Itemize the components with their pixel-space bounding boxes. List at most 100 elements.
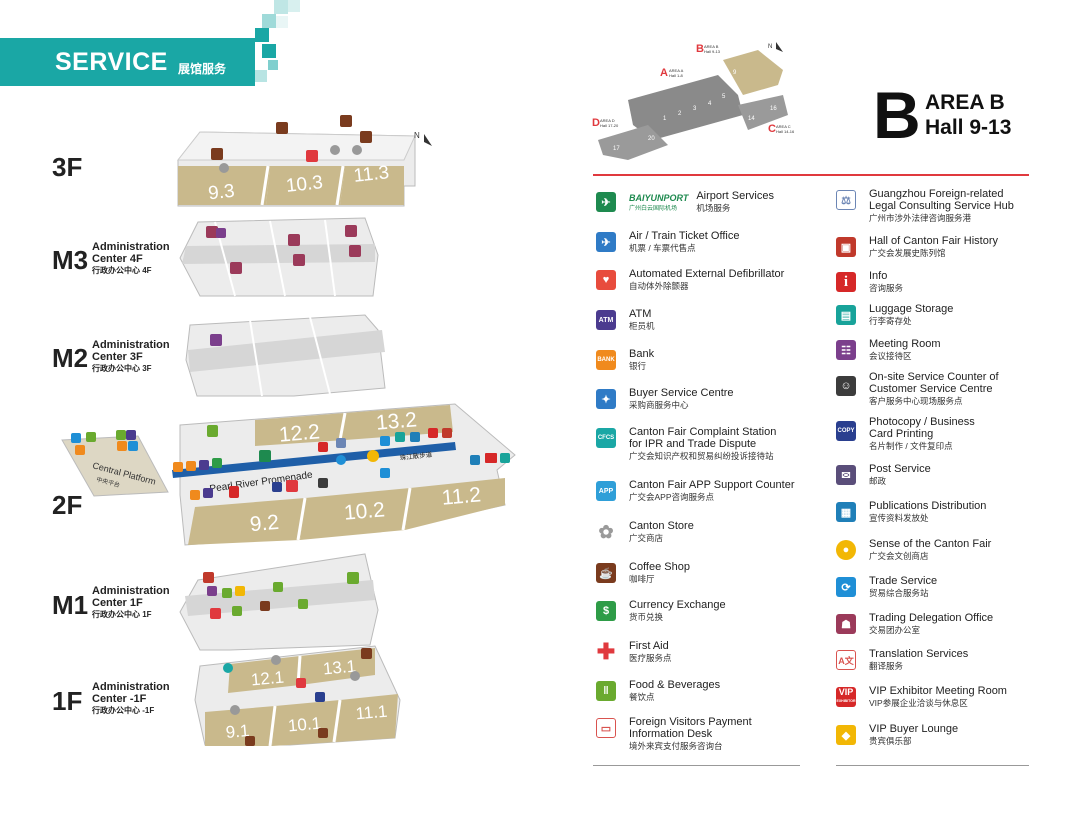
legend-label-cn: 广交会文创商店 xyxy=(869,551,929,561)
coffee-icon xyxy=(360,131,372,143)
legend-label-cn: 境外来宾支付服务咨询台 xyxy=(629,741,723,751)
fork-knife-icon: ‖ xyxy=(596,681,616,701)
legend-label-cn: 交易团办公室 xyxy=(869,625,921,635)
atm-icon xyxy=(126,430,136,440)
luggage-icon xyxy=(500,453,510,463)
legend-label-cn: 贸易综合服务站 xyxy=(869,588,929,598)
admin-line-cn: 行政办公中心 -1F xyxy=(92,706,155,715)
post-icon: ✉ xyxy=(836,465,856,485)
legend-label: Currency Exchange xyxy=(629,599,726,611)
hall-11-3 xyxy=(340,166,404,205)
legend-label: Coffee Shop xyxy=(629,561,690,573)
floor-3f: 9.3 10.3 11.3 N xyxy=(176,115,432,207)
legend-label: Meeting Room xyxy=(869,338,941,350)
pearl-river-promenade xyxy=(172,442,456,478)
flower-icon xyxy=(350,671,360,681)
history-icon xyxy=(442,428,452,438)
trade-service-icon xyxy=(71,433,81,443)
publications-icon xyxy=(470,455,480,465)
hall-13-2 xyxy=(345,405,453,440)
floor-m2-band xyxy=(188,330,385,372)
floor-label-m1: M1 xyxy=(52,590,89,620)
minimap-area-d-label: AREA D xyxy=(600,118,615,123)
trade-service-icon xyxy=(128,441,138,451)
hall-label-11-3: 11.3 xyxy=(353,162,391,187)
copy-icon xyxy=(315,692,325,702)
minimap-area-b-label: AREA B xyxy=(704,44,719,49)
header-decor-square xyxy=(262,14,276,28)
history-icon xyxy=(203,572,214,583)
legend-label: First Aid xyxy=(629,640,669,652)
minimap-hall-num: 20 xyxy=(648,136,655,142)
flower-icon xyxy=(330,145,340,155)
hall-label-13-1: 13.1 xyxy=(322,657,357,679)
floor-1f: 12.1 13.1 9.1 10.1 11.1 xyxy=(194,645,401,747)
admin-line: Center 1F xyxy=(92,597,143,609)
info-icon xyxy=(318,442,328,452)
fork-knife-icon xyxy=(86,432,96,442)
publications-icon: ▦ xyxy=(836,502,856,522)
legend-label: VIP Exhibitor Meeting Room xyxy=(869,685,1007,697)
minimap-letter-c: C xyxy=(768,123,776,135)
fork-knife-icon xyxy=(116,430,126,440)
minimap-area-c-label: AREA C xyxy=(776,124,791,129)
legend-label: Photocopy / Business Card Printing xyxy=(869,416,975,440)
north-arrow-icon xyxy=(424,134,432,146)
legend-label-cn: VIP参展企业洽谈与休息区 xyxy=(869,698,968,708)
legend-label-cn: 机票 / 车票代售点 xyxy=(629,243,696,253)
hall-11-1 xyxy=(336,694,398,742)
floor-plan-map: 9.3 10.3 11.3 N xyxy=(61,115,516,747)
first-aid-icon xyxy=(296,678,306,688)
admin-line-cn: 行政办公中心 3F xyxy=(92,364,152,373)
coffee-icon xyxy=(318,728,328,738)
hall-divider xyxy=(401,487,412,531)
minimap-area-c-halls: Hall 14-16 xyxy=(776,129,795,134)
delegation-icon xyxy=(230,262,242,274)
legend-label-cn: 餐饮点 xyxy=(629,692,655,702)
minimap-hall-num: 9 xyxy=(733,70,737,76)
baiyunport-logo-cn: 广州白云国际机场 xyxy=(629,205,678,212)
header-decor-square xyxy=(262,44,276,58)
floor-label-m3: M3 xyxy=(52,245,89,275)
legend-label: Automated External Defibrillator xyxy=(629,268,785,280)
fork-knife-icon xyxy=(347,572,359,584)
admin-line: Center 4F xyxy=(92,253,143,265)
vip-icon: VIP EXHIBITOR xyxy=(836,687,856,707)
legend-label-cn: 咖啡厅 xyxy=(629,574,655,584)
history-icon: ▣ xyxy=(836,237,856,257)
admin-label-1f: Administration Center -1F 行政办公中心 -1F xyxy=(92,681,170,717)
coffee-icon: ☕ xyxy=(596,563,616,583)
legend-label: Bank xyxy=(629,348,655,360)
hall-label-12-1: 12.1 xyxy=(250,668,285,690)
legend-label: Food & Beverages xyxy=(629,679,721,691)
hall-divider xyxy=(260,165,270,206)
legend-label-cn: 机场服务 xyxy=(696,203,731,213)
legend-label-cn: 名片制作 / 文件复印点 xyxy=(869,441,953,451)
admin-label-m2: Administration Center 3F 行政办公中心 3F xyxy=(92,339,170,375)
minimap-area-a-label: AREA A xyxy=(669,68,684,73)
luggage-icon: ▤ xyxy=(836,305,856,325)
trade-service-icon xyxy=(380,436,390,446)
bank-icon xyxy=(173,462,183,472)
minimap-letter-a: A xyxy=(660,67,668,79)
area-letter-b: B xyxy=(873,78,921,152)
legend-label: Post Service xyxy=(869,463,931,475)
hall-divider xyxy=(335,165,345,206)
legend-item-cfcs: CFCS Canton Fair Complaint Station for I… xyxy=(596,426,779,462)
area-minimap: B AREA B Hall 9-13 A AREA A Hall 1-8 D A… xyxy=(592,42,795,160)
fork-knife-icon xyxy=(298,599,308,609)
legend-label-cn: 宣传资料发放处 xyxy=(869,513,929,523)
header-decor-square xyxy=(268,60,278,70)
legend-label: Air / Train Ticket Office xyxy=(629,230,740,242)
info-icon xyxy=(229,486,239,498)
